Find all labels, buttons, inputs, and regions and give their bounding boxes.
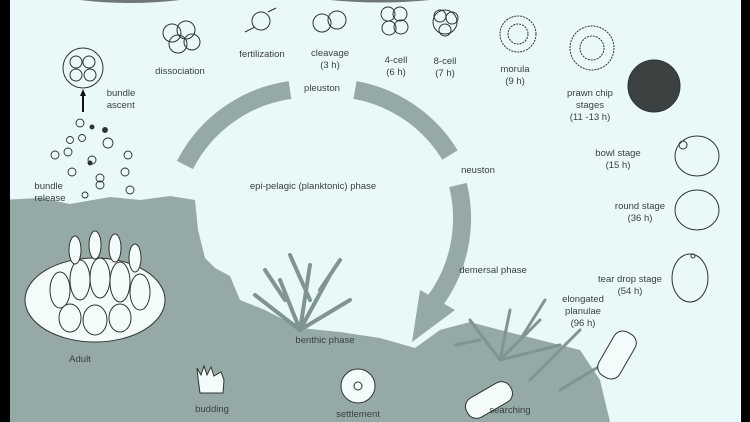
label-line: elongated [562,294,604,305]
label-epi-pelagic-phase: epi-pelagic (planktonic) phase [249,181,377,192]
cycle-arrowhead [412,290,455,342]
seafloor [0,196,610,422]
label-time: (36 h) [627,213,653,224]
label-line: stages [575,100,604,111]
label-line: round stage [614,201,666,212]
label-time: (54 h) [617,286,643,297]
label-benthic-phase: benthic phase [295,335,355,346]
letterbox-left [0,0,10,422]
letterbox-right [741,0,750,422]
label-4-cell: 4-cell(6 h) [385,55,408,79]
label-line: tear drop stage [598,274,662,285]
label-time: (15 h) [605,160,631,171]
branching-coral-middle [253,253,352,332]
label-line: bowl stage [595,148,641,159]
ascending-bundle [62,47,104,89]
label-line: prawn chip [567,88,613,99]
ascent-arrowhead [80,89,86,96]
label-tear-drop-stage: tear drop stage(54 h) [598,274,662,298]
label-time: (6 h) [386,67,406,78]
label-pleuston: pleuston [304,83,340,94]
label-line: release [34,193,66,204]
label-line: bundle [106,88,136,99]
top-edge-shape [80,0,430,3]
cycle-arrow [176,81,471,311]
label-settlement: settlement [336,409,380,420]
label-searching: searching [489,405,531,416]
label-neuston: neuston [461,165,495,176]
embryo-drawings [162,6,720,303]
label-fertilization: fertilization [239,49,285,60]
label-8-cell: 8-cell(7 h) [434,56,457,80]
label-bowl-stage: bowl stage(15 h) [595,148,640,172]
label-dissociation: dissociation [155,66,205,77]
label-time: (96 h) [570,318,596,329]
label-line: ascent [106,100,135,111]
label-line: morula [500,64,530,75]
label-demersal-phase: demersal phase [459,265,527,276]
label-time: (3 h) [320,60,340,71]
label-cleavage: cleavage(3 h) [311,48,349,72]
label-budding: budding [195,404,229,415]
label-line: 4-cell [384,55,408,66]
branching-coral-right [453,298,612,392]
label-time: (7 h) [435,68,455,79]
adult-coral [24,230,166,343]
label-line: planulae [565,306,601,317]
label-time: (9 h) [505,76,525,87]
label-morula: morula(9 h) [500,64,529,88]
label-adult: Adult [69,354,91,365]
label-line: bundle [34,181,63,192]
egg-sperm-bundles [50,118,135,199]
benthic-stage-drawings [196,330,637,419]
label-line: cleavage [310,48,350,59]
label-line: 8-cell [433,56,457,67]
label-round-stage: round stage(36 h) [615,201,665,225]
label-time: (11 -13 h) [569,112,611,123]
